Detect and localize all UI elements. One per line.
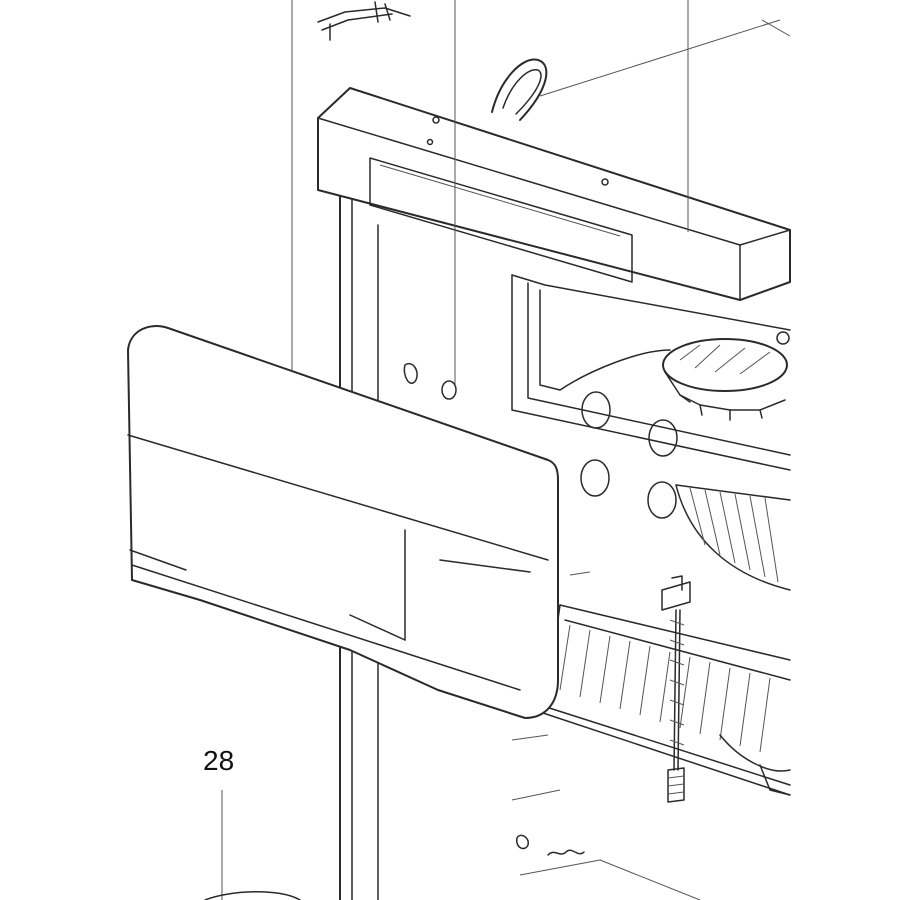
cable-loop xyxy=(491,58,548,121)
sensor-probe xyxy=(661,575,691,803)
knobs xyxy=(580,391,678,519)
clip-part xyxy=(317,1,411,41)
ribbed-heatsink xyxy=(675,484,791,591)
knob xyxy=(647,481,677,519)
screw-hole xyxy=(432,116,440,124)
knob xyxy=(580,459,610,497)
callout-28: 28 xyxy=(203,745,301,900)
knob xyxy=(581,391,611,429)
top-control-housing xyxy=(317,87,791,301)
inner-frame xyxy=(403,274,791,471)
front-cover-panel xyxy=(127,325,559,719)
callout-number: 28 xyxy=(203,745,234,776)
knob xyxy=(648,419,678,457)
lower-parts xyxy=(511,571,701,900)
grille-tray xyxy=(539,604,791,796)
leader-lines xyxy=(291,0,791,415)
screw-hole xyxy=(601,178,609,186)
fan-wheel xyxy=(662,331,790,421)
